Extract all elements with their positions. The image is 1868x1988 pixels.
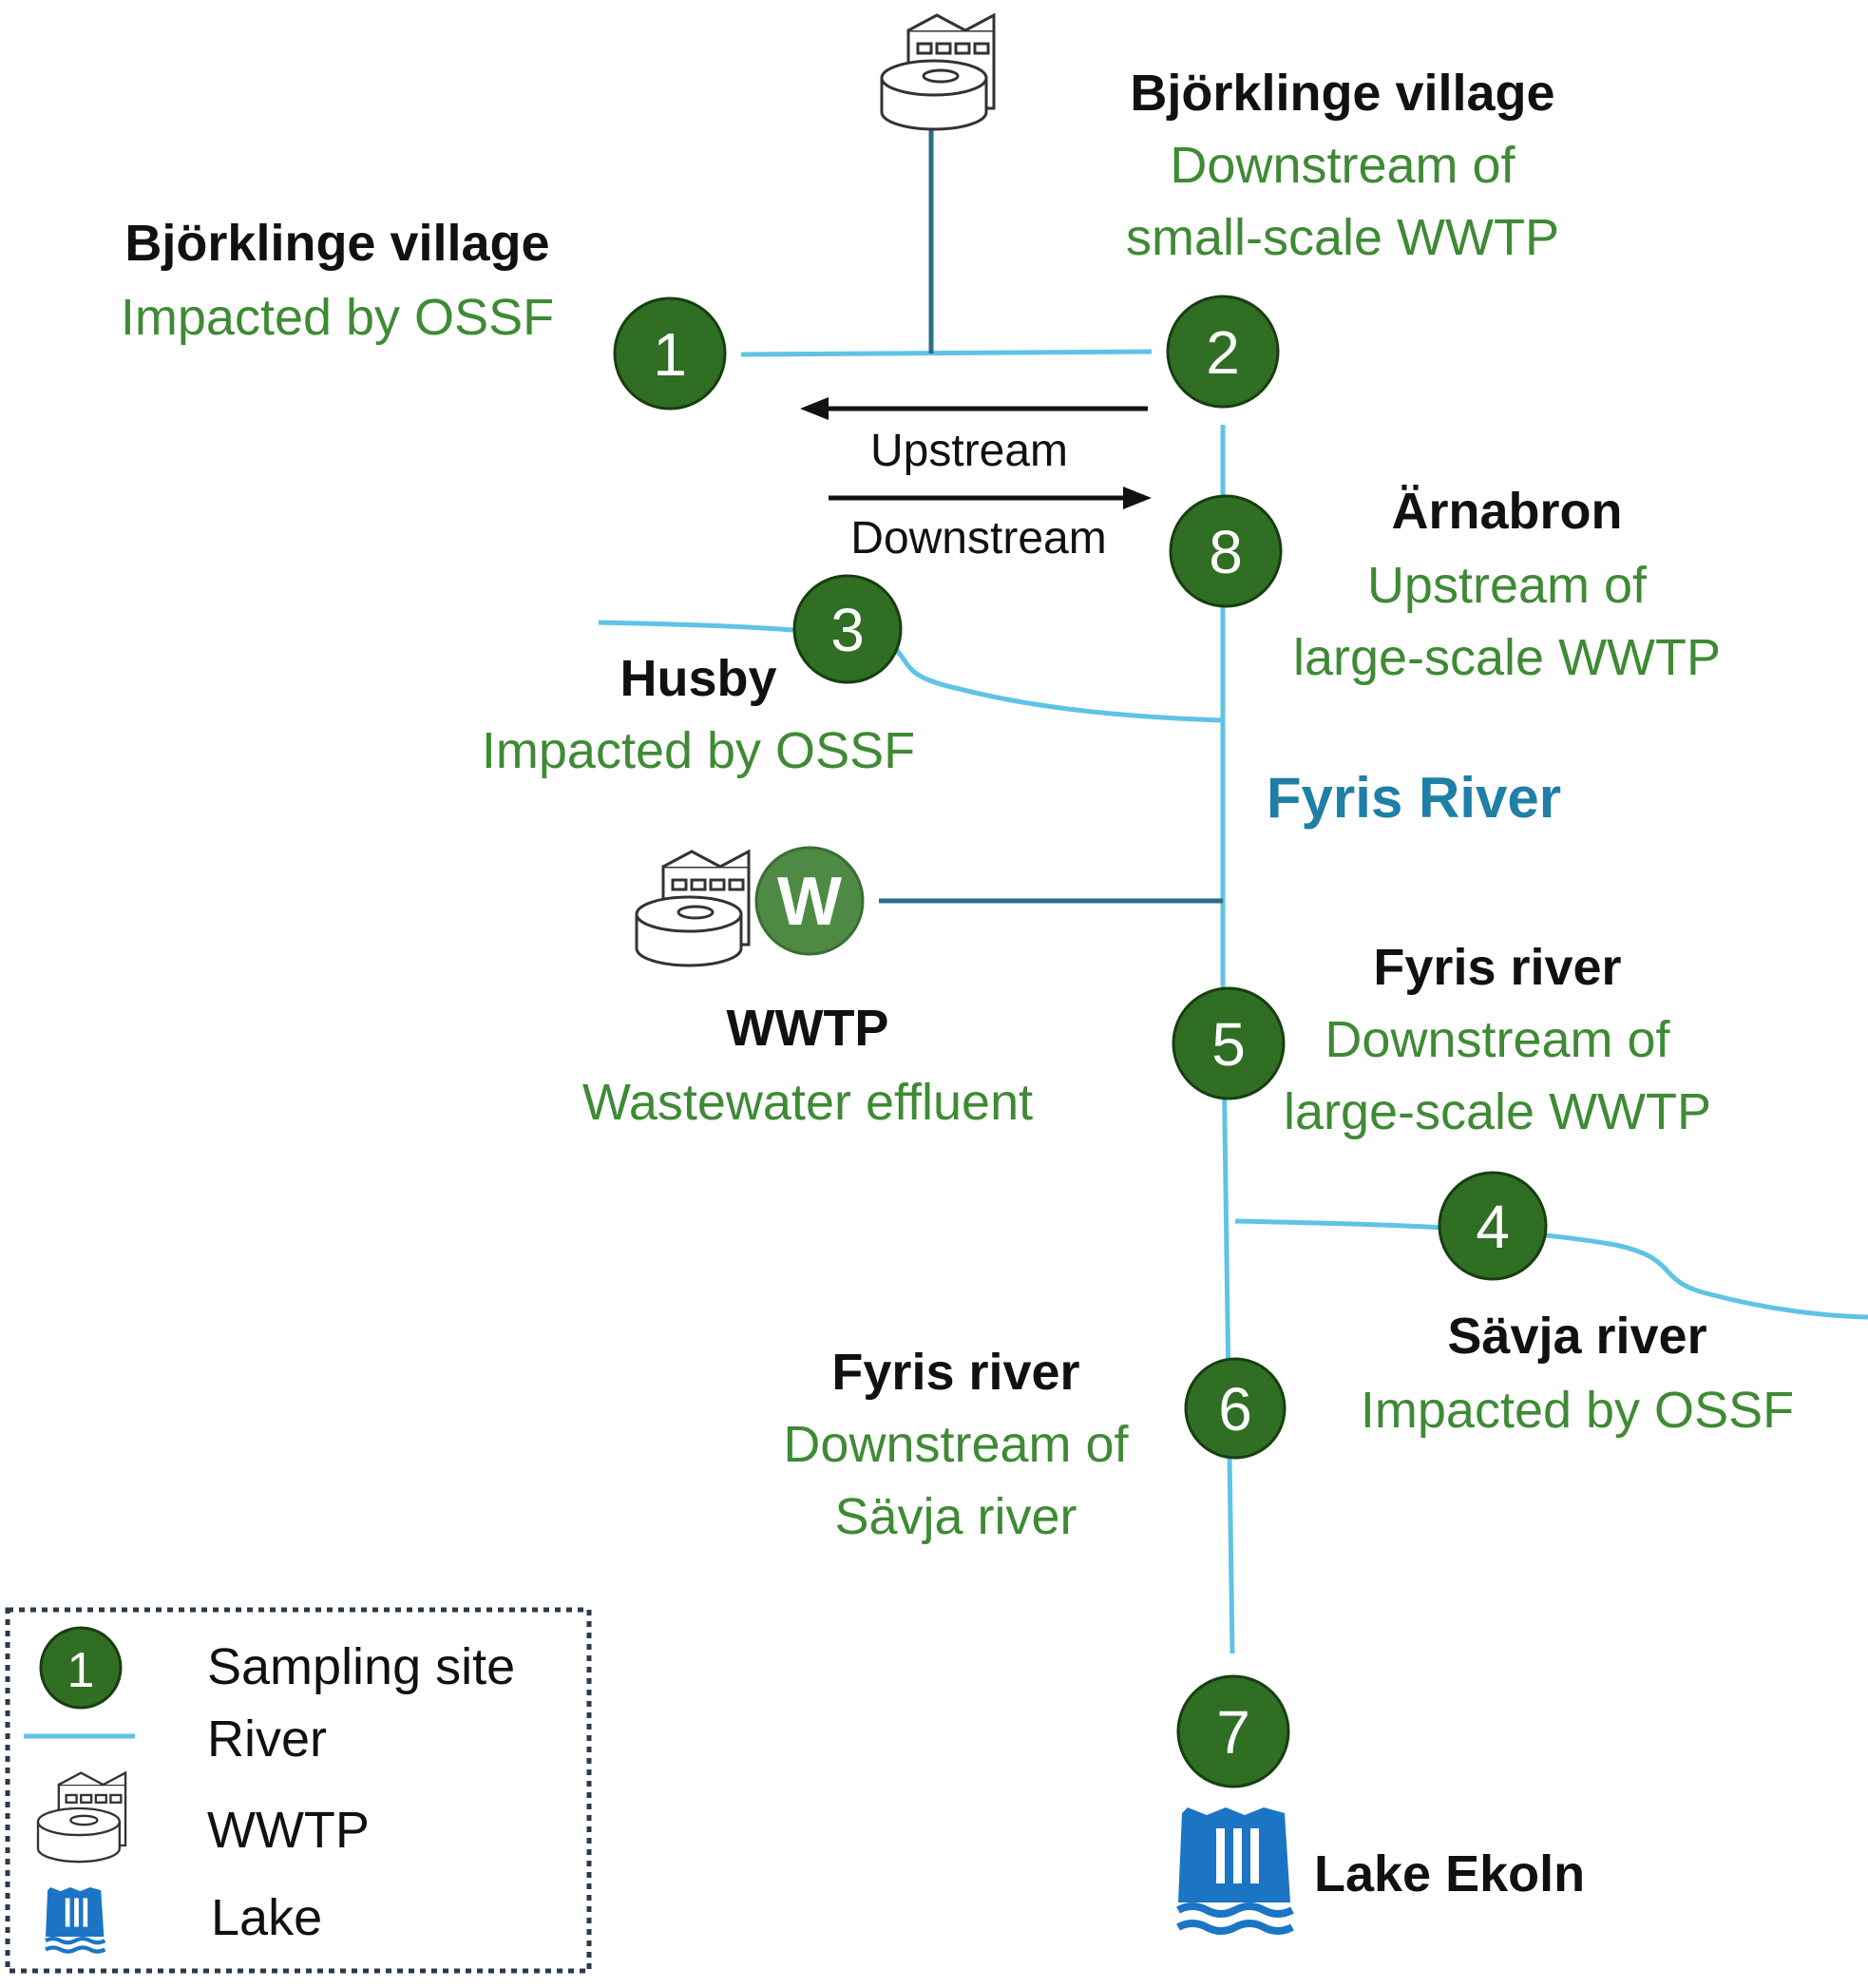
site-w-letter: W [777,864,842,940]
legend-box [5,1607,592,1974]
site-w-name: WWTP [727,1000,889,1057]
site-2-desc-line1: Downstream of [1170,137,1515,194]
legend-sampling-site-marker [39,1626,123,1710]
sampling-site-2[interactable] [1166,295,1280,409]
lake-icon [46,1887,105,1952]
legend-river-label: River [207,1711,327,1768]
upstream-label: Upstream [870,426,1068,476]
site-3-desc: Impacted by OSSF [482,722,915,779]
river-bjorklinge [740,349,1153,357]
site-6-desc-line2: Sävja river [834,1488,1077,1545]
sampling-site-7[interactable] [1176,1674,1290,1788]
site-1-desc: Impacted by OSSF [121,289,554,346]
site-8-desc-line1: Upstream of [1367,557,1648,614]
site-5-desc-line1: Downstream of [1325,1011,1670,1068]
legend-sample-number: 1 [67,1643,95,1698]
site-1-number: 1 [653,320,687,389]
site-6-desc-line1: Downstream of [783,1416,1129,1473]
site-4-number: 4 [1476,1193,1510,1261]
legend-lake-label: Lake [211,1889,322,1946]
site-8-desc-line2: large-scale WWTP [1293,629,1721,686]
site-7-number: 7 [1216,1698,1250,1767]
site-6-number: 6 [1218,1375,1252,1443]
legend-wwtp-label: WWTP [207,1802,370,1859]
wwtp-icon [880,13,996,131]
arrow-left-icon [800,397,1148,420]
sampling-site-8[interactable] [1169,494,1283,608]
sampling-site-6[interactable] [1184,1357,1287,1460]
fyris-river-label: Fyris River [1267,766,1561,830]
legend-sampling-site-label: Sampling site [207,1638,515,1695]
site-8-name: Ärnabron [1392,483,1623,540]
site-3-number: 3 [830,596,865,664]
sampling-site-3[interactable] [792,574,903,684]
site-5-number: 5 [1211,1010,1246,1079]
site-8-number: 8 [1209,518,1243,586]
lake-ekoln-name: Lake Ekoln [1314,1845,1585,1902]
site-6-name: Fyris river [831,1344,1079,1401]
sampling-site-5[interactable] [1172,986,1286,1100]
site-2-name: Björklinge village [1130,65,1554,122]
site-w-desc: Wastewater effluent [582,1074,1033,1131]
site-4-desc: Impacted by OSSF [1361,1382,1794,1439]
lake-icon [1178,1807,1292,1931]
site-2-number: 2 [1206,318,1240,387]
site-5-name: Fyris river [1373,939,1621,996]
site-1-name: Björklinge village [124,215,549,272]
arrow-right-icon [829,487,1152,509]
wwtp-icon [635,850,751,967]
sampling-site-4[interactable] [1438,1171,1548,1281]
sampling-site-w[interactable] [754,846,865,956]
river-husby-tributary [598,620,1224,723]
sampling-site-1[interactable] [613,296,727,411]
site-2-desc-line2: small-scale WWTP [1126,209,1559,266]
wwtp-icon [36,1771,127,1864]
site-5-desc-line2: large-scale WWTP [1284,1083,1711,1140]
site-3-name: Husby [619,650,776,707]
river-savja-tributary [1234,1218,1868,1320]
downstream-label: Downstream [850,513,1106,564]
site-4-name: Sävja river [1447,1308,1706,1365]
